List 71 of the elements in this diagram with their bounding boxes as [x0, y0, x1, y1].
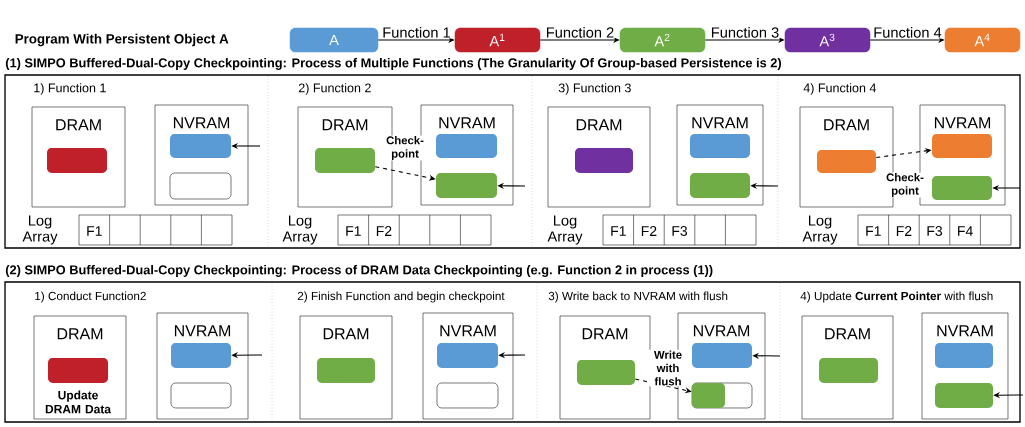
log-array-label: Log Array — [547, 215, 583, 245]
data-block — [817, 150, 876, 173]
panel-heading: 4) Update Current Pointer with flush — [800, 291, 993, 303]
empty-slot — [436, 382, 499, 409]
cell-label: F2 — [641, 226, 657, 236]
data-block — [690, 134, 750, 158]
memory-box: NVRAM — [156, 312, 249, 420]
memory-box: DRAM — [547, 106, 651, 208]
memory-box: NVRAM — [154, 104, 249, 206]
log-array-label: Log Array — [22, 215, 58, 245]
panel-heading: 3) Function 3 — [558, 83, 631, 95]
edge-label: Check- point — [384, 135, 426, 161]
panel-heading: 4) Function 4 — [803, 83, 877, 95]
panel-heading: 1) Conduct Function2 — [35, 291, 146, 303]
edge-label: Function 3 — [710, 26, 780, 39]
data-block — [690, 173, 750, 198]
data-block — [315, 148, 375, 173]
edge-label: Function 4 — [872, 26, 943, 39]
data-block — [437, 343, 498, 368]
cell-label: F1 — [866, 226, 881, 236]
data-block — [436, 134, 497, 158]
memory-box: DRAM — [801, 315, 894, 420]
empty-slot — [169, 172, 232, 200]
block-caption: Update DRAM Data — [45, 390, 112, 414]
cell-label: F2 — [376, 226, 392, 236]
data-block — [932, 134, 992, 158]
data-block — [935, 343, 993, 368]
panel-heading: 3) Write back to NVRAM with flush — [548, 291, 728, 303]
data-block — [171, 343, 231, 368]
memory-box: NVRAM — [921, 312, 1009, 420]
memory-box: NVRAM — [676, 104, 764, 206]
data-block — [692, 383, 725, 408]
data-block — [317, 358, 375, 383]
log-array-label: Log Array — [282, 215, 318, 245]
edge-label: Function 1 — [381, 26, 452, 39]
cell-label: F1 — [87, 226, 102, 236]
data-block — [692, 343, 752, 368]
cell-label: F1 — [346, 226, 361, 236]
object-box: A$^{1}$ — [454, 27, 541, 53]
data-block — [935, 383, 993, 408]
memory-box: DRAM — [559, 315, 651, 420]
panel-heading: 2) Finish Function and begin checkpoint — [297, 291, 505, 303]
data-block — [436, 173, 497, 198]
title: Program With Persistent Object A — [15, 33, 229, 47]
data-block — [170, 134, 231, 158]
cell-label: F1 — [611, 226, 626, 236]
cell-label: F4 — [958, 226, 973, 236]
object-box: A$^{2}$ — [619, 27, 706, 53]
object-box: A$^{3}$ — [784, 27, 871, 53]
object-box: A — [289, 27, 379, 53]
log-array-label: Log Array — [802, 215, 838, 245]
node-label: (1) SIMPO Buffered-Dual-Copy Checkpointing: Process of Multiple Functions (The Granularity Of Group-based Persistence is 2) — [5, 58, 782, 70]
data-block — [819, 358, 878, 383]
cell-label: F3 — [927, 226, 943, 236]
node-label: (2) SIMPO Buffered-Dual-Copy Checkpointing: Process of DRAM Data Checkpointing (e.g. Function 2 in process (1)) — [5, 265, 713, 277]
data-block — [47, 148, 107, 173]
data-block — [575, 148, 633, 173]
data-block — [932, 176, 992, 200]
cell-label: F2 — [896, 226, 912, 236]
cell-label: F3 — [672, 226, 688, 236]
edge-label: Function 2 — [545, 26, 615, 39]
memory-box: DRAM — [299, 315, 393, 420]
memory-box: NVRAM — [422, 312, 514, 420]
edge-label: Check- point — [884, 172, 926, 198]
empty-slot — [170, 382, 232, 409]
memory-box: DRAM — [31, 106, 126, 208]
edge-label: Write with flush — [647, 349, 689, 387]
panel-heading: 1) Function 1 — [34, 83, 106, 95]
panel-heading: 2) Function 2 — [298, 83, 371, 95]
object-box: A$^{4}$ — [944, 27, 1021, 53]
data-block — [577, 360, 635, 385]
